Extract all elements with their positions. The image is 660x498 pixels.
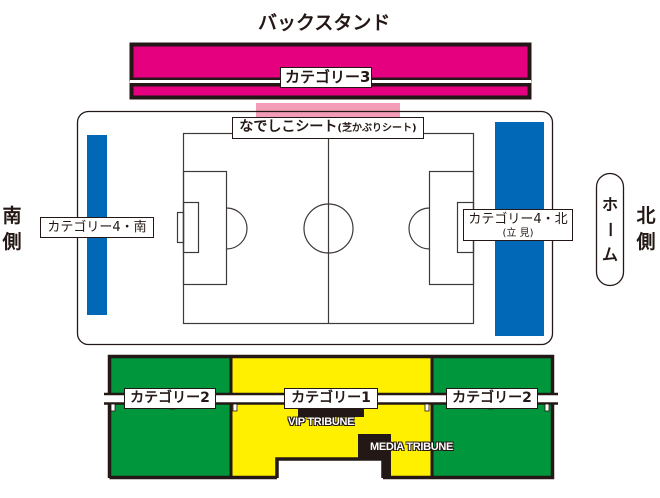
south-char: 南 (2, 205, 22, 227)
home-side-badge (595, 172, 625, 287)
football-pitch (176, 132, 475, 325)
home-char-2: ー (600, 221, 620, 238)
category3-label-text: カテゴリー3 (285, 68, 371, 86)
south-side-label: 南 側 (0, 203, 24, 255)
north-char: 北 (636, 205, 656, 227)
nadeshiko-label-text: なでしこシート (239, 119, 338, 135)
category1-label-text: カテゴリー1 (291, 390, 371, 406)
north-side-label: 北 側 (634, 203, 658, 255)
category4-south-label-text: カテゴリー4・南 (47, 220, 147, 235)
home-char-3: ム (601, 245, 618, 264)
nadeshiko-seat-area[interactable] (256, 103, 400, 117)
category2-right-area[interactable] (432, 355, 554, 478)
nadeshiko-sublabel-text: (芝かぶりシート) (337, 123, 417, 134)
home-label: ホ ー ム (597, 192, 623, 267)
side-char: 側 (636, 231, 656, 253)
category2-left-label-text: カテゴリー2 (130, 390, 210, 406)
category4-south-label: カテゴリー4・南 (40, 217, 154, 238)
back-stand-title: バックスタンド (258, 12, 391, 34)
category3-label: カテゴリー3 (280, 67, 372, 88)
home-char-1: ホ (601, 195, 618, 214)
side-char: 側 (2, 231, 22, 253)
category2-right-label-text: カテゴリー2 (452, 390, 532, 406)
category4-north-label: カテゴリー4・北 (立 見) (463, 209, 573, 241)
vip-tribune-label: VIP TRIBUNE (288, 416, 355, 428)
category2-left-area[interactable] (108, 355, 231, 478)
category2-right-label: カテゴリー2 (446, 388, 538, 409)
category1-label: カテゴリー1 (284, 388, 378, 409)
category2-left-label: カテゴリー2 (124, 388, 216, 409)
category4-north-label-text: カテゴリー4・北 (468, 212, 568, 227)
nadeshiko-label: なでしこシート(芝かぶりシート) (232, 117, 424, 139)
category3-stand[interactable] (129, 42, 532, 100)
media-tribune-label: MEDIA TRIBUNE (370, 441, 454, 453)
category4-north-sublabel: (立 見) (502, 228, 534, 239)
